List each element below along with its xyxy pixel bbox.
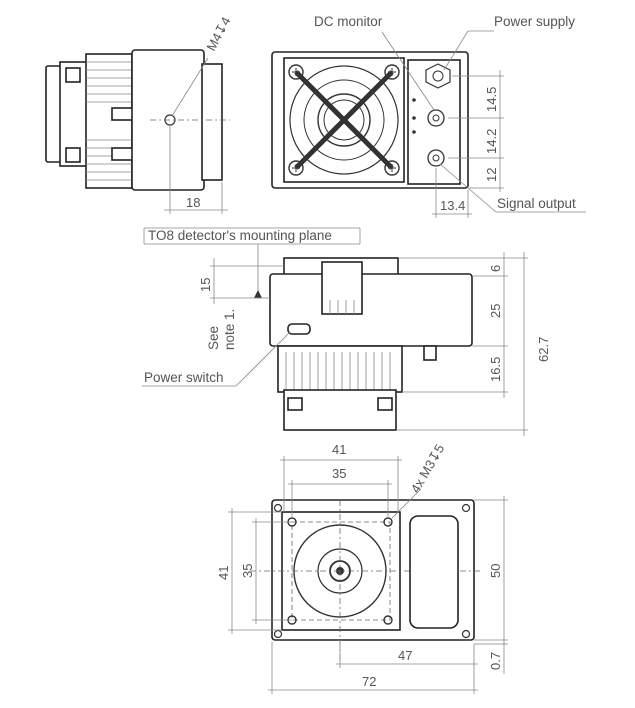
dim-13-4: 13.4: [440, 198, 465, 213]
side-tab-bottom: [111, 147, 135, 161]
m4-thread-label: M4↧4: [203, 14, 233, 53]
mid-bottom-nut-right: [377, 397, 393, 411]
dim-6: 6: [488, 265, 503, 272]
mid-heatsink: [277, 345, 403, 393]
dim-35-left: 35: [240, 564, 255, 578]
mid-main-body: [269, 273, 473, 347]
dim-0-7: 0.7: [488, 652, 503, 670]
callout-power-supply: Power supply: [494, 14, 575, 29]
m3-thread-label: 4x M3↧5: [408, 442, 448, 496]
dim-35-top: 35: [332, 466, 346, 481]
dim-47: 47: [398, 648, 412, 663]
front-connector-window: [409, 515, 459, 629]
rear-fan-hub: [317, 93, 371, 147]
rear-fan-grille-outer: [289, 65, 399, 175]
rear-fan-grille-mid: [303, 79, 385, 161]
callout-signal-output: Signal output: [497, 196, 576, 211]
callout-mounting-plane: TO8 detector's mounting plane: [148, 228, 332, 243]
middle-view: TO8 detector's mounting plane: [142, 227, 551, 436]
dim-15: 15: [198, 278, 213, 292]
callout-power-switch: Power switch: [144, 370, 224, 385]
rear-fan-strut-b: [294, 70, 394, 170]
dim-25: 25: [488, 304, 503, 318]
dim-41-left: 41: [216, 566, 231, 580]
dim-18: 18: [186, 195, 200, 210]
dim-62-7: 62.7: [536, 337, 551, 362]
power-supply-connector: [425, 63, 451, 89]
signal-output-connector: [427, 149, 445, 167]
mid-bottom-nut-left: [287, 397, 303, 411]
side-nut-bottom: [65, 147, 81, 163]
mid-connector-stub: [423, 345, 437, 361]
side-front-ring: [201, 63, 223, 181]
dim-14-5: 14.5: [484, 87, 499, 112]
side-heatsink-frame: [85, 53, 133, 189]
rear-view: DC monitor Power supply Signal output 14…: [271, 14, 586, 218]
dc-monitor-connector: [427, 109, 445, 127]
mid-detector-block: [321, 261, 363, 315]
side-view: M4↧4 18: [45, 14, 234, 214]
side-heatsink: [85, 53, 135, 189]
side-tab-top: [111, 107, 135, 121]
dim-72: 72: [362, 674, 376, 689]
mid-heatsink-fins: [285, 352, 391, 390]
dim-50: 50: [488, 564, 503, 578]
power-switch: [287, 323, 311, 335]
see-note-line2: note 1.: [222, 309, 237, 350]
dim-14-2: 14.2: [484, 129, 499, 154]
see-note-line1: See: [206, 326, 221, 350]
side-nut-top: [65, 67, 81, 83]
callout-dc-monitor: DC monitor: [314, 14, 383, 29]
dim-16-5: 16.5: [488, 357, 503, 382]
dim-12: 12: [484, 168, 499, 182]
dim-41-top: 41: [332, 442, 346, 457]
front-view: 4x M3↧5 41 35 41 35 50 0.7 47 72: [216, 442, 508, 694]
rear-connector-panel: [407, 59, 461, 185]
rear-fan-screws: [288, 64, 400, 176]
